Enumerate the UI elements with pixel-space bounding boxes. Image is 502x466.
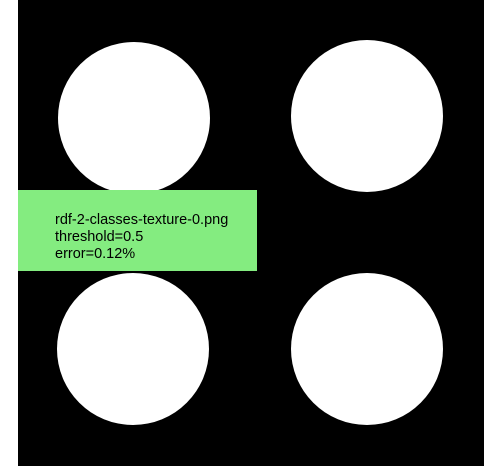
segmentation-image — [18, 0, 484, 466]
threshold-label: threshold=0.5 — [55, 229, 144, 245]
filename-label: rdf-2-classes-texture-0.png — [55, 212, 229, 228]
disk-bottom-left — [57, 273, 209, 425]
error-label: error=0.12% — [55, 246, 136, 262]
info-overlay: rdf-2-classes-texture-0.png threshold=0.… — [18, 190, 257, 271]
info-text: rdf-2-classes-texture-0.png threshold=0.… — [55, 212, 228, 263]
disk-top-right — [291, 40, 443, 192]
disk-top-left — [58, 42, 210, 194]
disk-bottom-right — [291, 273, 443, 425]
